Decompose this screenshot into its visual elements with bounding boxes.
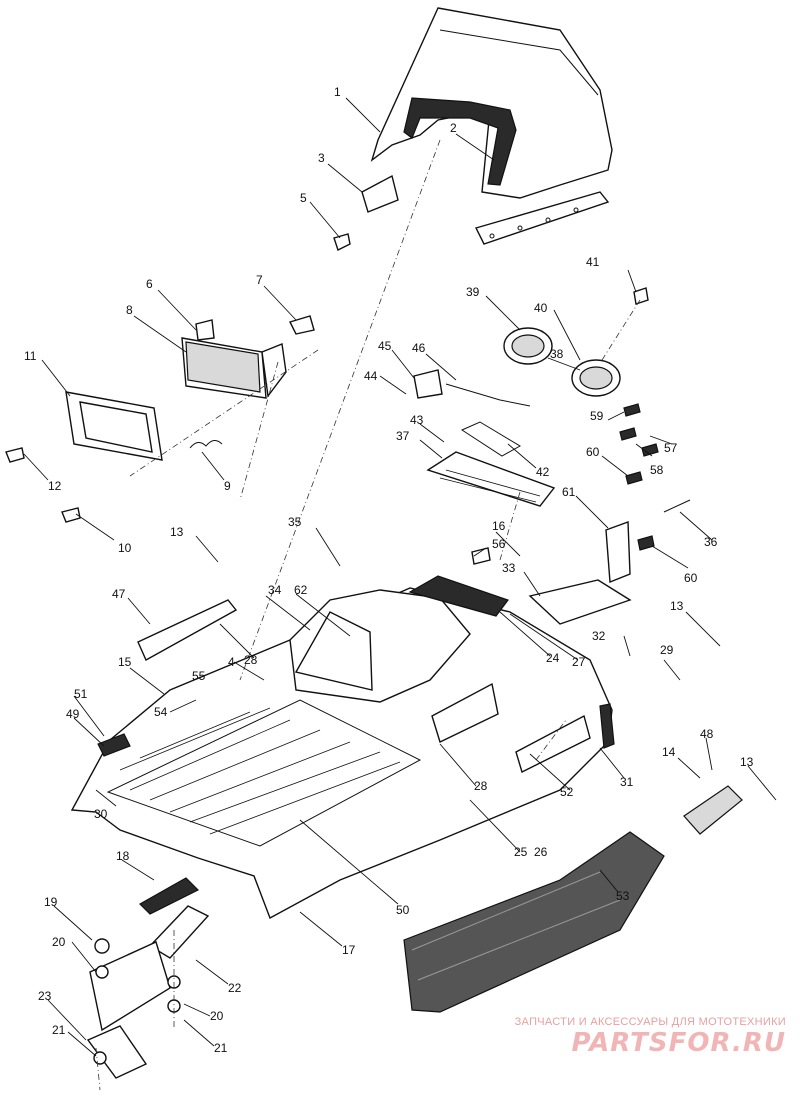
callout-19: 19 <box>44 895 58 909</box>
decal <box>471 547 491 565</box>
callout-44: 44 <box>364 369 378 383</box>
wiring-harness <box>605 403 691 584</box>
callout-8: 8 <box>126 303 133 317</box>
callout-24: 24 <box>546 651 560 665</box>
mount-bracket <box>361 174 399 213</box>
callout-36: 36 <box>704 535 718 549</box>
callout-17: 17 <box>342 943 356 957</box>
callout-42: 42 <box>536 465 550 479</box>
windshield-bracket <box>474 191 610 245</box>
callout-47: 47 <box>112 587 126 601</box>
callout-13: 13 <box>170 525 184 539</box>
callout-26: 26 <box>534 845 548 859</box>
callout-43: 43 <box>410 413 424 427</box>
screw <box>5 447 25 463</box>
callout-21-lower: 21 <box>214 1041 228 1055</box>
hood-body <box>70 587 615 919</box>
watermark-caption: ЗАПЧАСТИ И АКСЕССУАРЫ ДЛЯ МОТОТЕХНИКИ <box>514 1016 786 1028</box>
callout-9: 9 <box>224 479 231 493</box>
callout-57: 57 <box>664 441 678 455</box>
callout-49: 49 <box>66 707 80 721</box>
hood-stop <box>683 785 743 835</box>
callout-6: 6 <box>146 277 153 291</box>
callout-38: 38 <box>550 347 564 361</box>
gauges <box>503 287 649 397</box>
bolt <box>333 233 351 251</box>
callout-13-right: 13 <box>670 599 684 613</box>
callout-14: 14 <box>662 745 676 759</box>
callout-32: 32 <box>592 629 606 643</box>
callout-40: 40 <box>534 301 548 315</box>
callout-22: 22 <box>228 981 242 995</box>
callout-48: 48 <box>700 727 714 741</box>
callout-30: 30 <box>94 807 108 821</box>
callout-37: 37 <box>396 429 410 443</box>
callout-23: 23 <box>38 989 52 1003</box>
callout-50: 50 <box>396 903 410 917</box>
callout-13-far: 13 <box>740 755 754 769</box>
watermark-logo: PARTSFOR.RU <box>571 1028 786 1058</box>
callout-60-lower: 60 <box>684 571 698 585</box>
callout-12: 12 <box>48 479 62 493</box>
callout-29: 29 <box>660 643 674 657</box>
callout-2: 2 <box>450 121 457 135</box>
callout-45: 45 <box>378 339 392 353</box>
gauge-bracket <box>460 421 521 457</box>
callout-54: 54 <box>154 705 168 719</box>
callout-39: 39 <box>466 285 480 299</box>
cable <box>445 383 531 407</box>
headlight-bezel <box>65 391 163 461</box>
callout-55: 55 <box>192 669 206 683</box>
callout-51: 51 <box>74 687 88 701</box>
watermark: ЗАПЧАСТИ И АКСЕССУАРЫ ДЛЯ МОТОТЕХНИКИ PA… <box>515 1016 786 1058</box>
callout-52: 52 <box>560 785 574 799</box>
callout-10: 10 <box>118 541 132 555</box>
callout-41: 41 <box>586 255 600 269</box>
callout-31: 31 <box>620 775 634 789</box>
callout-27: 27 <box>572 655 586 669</box>
callout-34: 34 <box>268 583 282 597</box>
adjuster-spring <box>189 440 223 449</box>
callout-7: 7 <box>256 273 263 287</box>
callout-15: 15 <box>118 655 132 669</box>
callout-20: 20 <box>52 935 66 949</box>
callout-61: 61 <box>562 485 576 499</box>
hood-seal <box>403 831 665 1013</box>
callout-5: 5 <box>300 191 307 205</box>
hinge-plates <box>86 877 210 1079</box>
callout-46: 46 <box>412 341 426 355</box>
headlight-assembly <box>181 315 315 399</box>
callout-62: 62 <box>294 583 308 597</box>
callout-28-lower: 28 <box>474 779 488 793</box>
callout-18: 18 <box>116 849 130 863</box>
latch <box>97 733 131 757</box>
leader-lines <box>23 97 777 1057</box>
callout-4: 4 <box>228 655 235 669</box>
callout-11: 11 <box>24 349 37 363</box>
ignition-switch <box>413 369 443 399</box>
callout-56: 56 <box>492 537 506 551</box>
callout-33: 33 <box>502 561 516 575</box>
mounting-plate <box>528 579 632 625</box>
trim-strip <box>408 575 509 617</box>
callout-53: 53 <box>616 889 630 903</box>
callout-21: 21 <box>52 1023 66 1037</box>
callout-58: 58 <box>650 463 664 477</box>
callout-3: 3 <box>318 151 325 165</box>
callout-28: 28 <box>244 653 258 667</box>
callout-20-lower: 20 <box>210 1009 224 1023</box>
callout-60: 60 <box>586 445 600 459</box>
hinge-bracket <box>137 599 238 661</box>
callout-1: 1 <box>334 85 341 99</box>
callout-25: 25 <box>514 845 528 859</box>
callout-labels: 1 2 3 5 6 7 8 11 12 9 10 13 47 15 51 49 … <box>24 85 754 1055</box>
windshield <box>370 7 613 199</box>
instrument-panel <box>426 451 556 507</box>
callout-59: 59 <box>590 409 604 423</box>
screw <box>61 507 81 523</box>
callout-35: 35 <box>288 515 302 529</box>
callout-16: 16 <box>492 519 506 533</box>
